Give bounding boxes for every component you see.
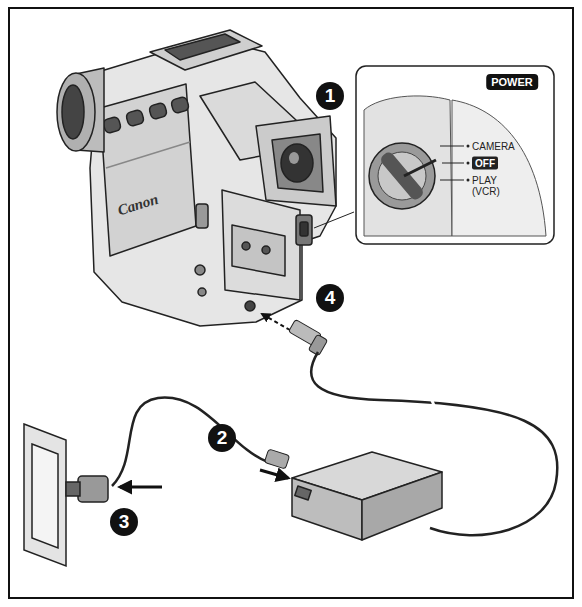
callout-number: 1 (316, 82, 344, 110)
callout-number: 4 (316, 284, 344, 312)
callout-number: 2 (208, 424, 236, 452)
power-switch-inset (356, 66, 554, 244)
inset-leader (314, 212, 354, 228)
camcorder (57, 30, 336, 326)
ac-adapter (292, 452, 442, 540)
dc-plug (262, 314, 328, 356)
switch-label: POWER (486, 74, 538, 90)
ac-cord (112, 398, 268, 486)
callout-number: 3 (110, 508, 138, 536)
ac-cord-plug (264, 449, 289, 469)
arrow (260, 470, 288, 478)
cord-break (430, 396, 436, 410)
arrow (120, 486, 162, 489)
switch-position: CAMERA (472, 141, 515, 152)
wall-outlet (24, 424, 108, 566)
frame (9, 8, 573, 598)
switch-position: PLAY (VCR) (472, 175, 512, 197)
brand-logo: Canon (116, 191, 161, 219)
switch-position: OFF (472, 157, 498, 170)
